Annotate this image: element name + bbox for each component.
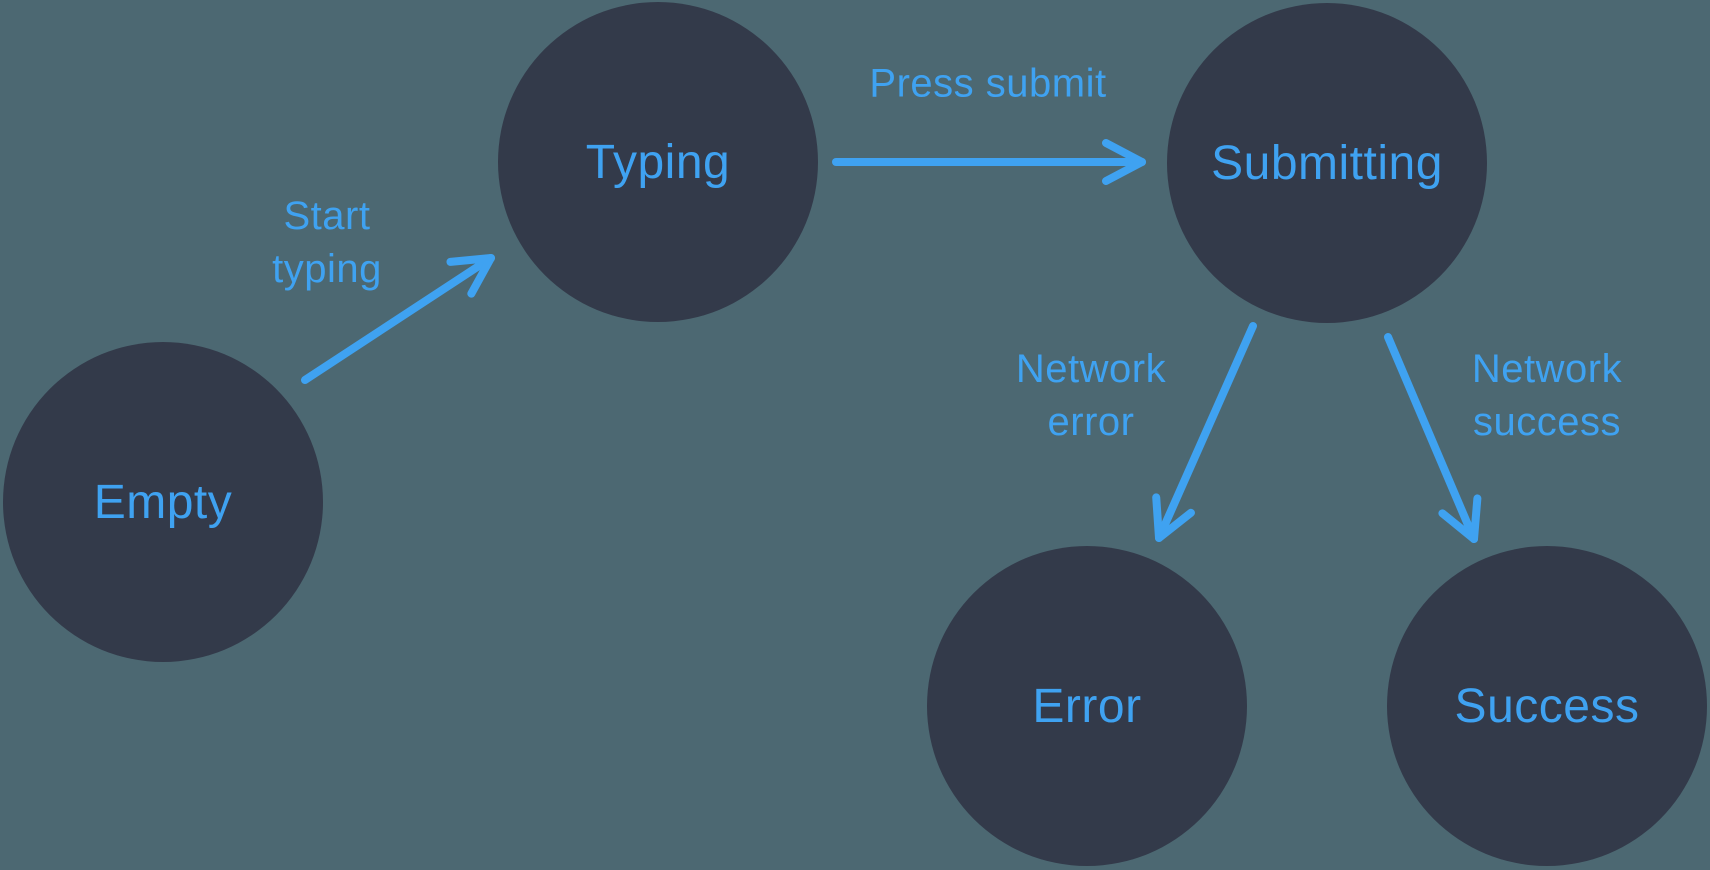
state-label-submitting: Submitting bbox=[1211, 136, 1443, 190]
state-node-empty: Empty bbox=[3, 342, 323, 662]
state-node-error: Error bbox=[927, 546, 1247, 866]
state-label-empty: Empty bbox=[93, 475, 233, 529]
arrow-submitting-to-success bbox=[1384, 333, 1482, 543]
state-label-typing: Typing bbox=[585, 135, 731, 189]
state-label-error: Error bbox=[1032, 679, 1142, 733]
transition-label-press-submit: Press submit bbox=[869, 61, 1107, 106]
arrow-submitting-to-error bbox=[1152, 322, 1257, 542]
state-node-typing: Typing bbox=[498, 2, 818, 322]
state-label-success: Success bbox=[1454, 679, 1640, 733]
state-node-submitting: Submitting bbox=[1167, 3, 1487, 323]
state-node-success: Success bbox=[1387, 546, 1707, 866]
transition-label-network-error: Network error bbox=[1015, 347, 1167, 444]
transition-label-start-typing: Start typing bbox=[272, 194, 382, 291]
transition-label-network-success: Network success bbox=[1471, 347, 1623, 444]
